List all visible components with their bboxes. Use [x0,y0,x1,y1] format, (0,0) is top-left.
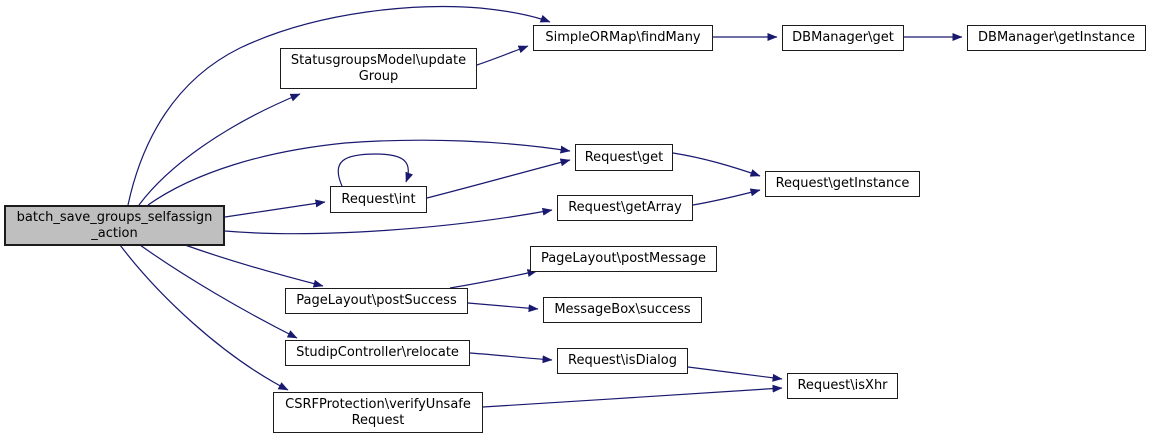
node-simpleormap-findmany[interactable]: SimpleORMap\findMany [533,25,713,51]
node-request-getinstance[interactable]: Request\getInstance [765,171,920,197]
node-label-line: DBManager\getInstance [978,30,1135,45]
node-request-getarray[interactable]: Request\getArray [557,195,693,221]
node-label-line: SimpleORMap\findMany [545,30,701,45]
node-label-line: Request\getArray [568,200,682,215]
node-label-line: StudipController\relocate [296,345,459,360]
edge-action-getarray [224,207,553,235]
node-request-int[interactable]: Request\int [330,186,427,213]
edge-getarray-getinstance [692,188,761,206]
node-request-isxhr[interactable]: Request\isXhr [787,373,898,399]
node-statusgroupsmodel-updategroup[interactable]: StatusgroupsModel\update Group [280,48,477,89]
node-label-line: Request\getInstance [775,176,910,191]
node-label-line: Request\int [341,191,416,207]
edge-int-self-loop [337,153,414,187]
node-dbmanager-getinstance[interactable]: DBManager\getInstance [967,25,1146,51]
node-label-line: _action [91,225,138,241]
edge-relocate-isdialog [469,352,553,364]
node-request-get[interactable]: Request\get [575,144,673,171]
node-label-line: Request\isDialog [568,353,677,368]
node-studipcontroller-relocate[interactable]: StudipController\relocate [285,340,470,366]
node-dbmanager-get[interactable]: DBManager\get [782,25,904,51]
edge-isdialog-isxhr [687,366,783,382]
node-label-line: Request\get [584,149,664,165]
edge-get-getinstance [672,152,761,177]
edge-updategroup-findmany [476,45,529,66]
edge-action-verifyunsaferequest [119,244,289,391]
edge-action-updategroup [138,93,301,206]
edge-action-get [147,139,571,206]
edge-action-relocate [139,244,298,339]
node-pagelayout-postsuccess[interactable]: PageLayout\postSuccess [285,288,468,314]
node-label-line: PageLayout\postMessage [540,251,707,266]
node-csrfprotection-verifyunsaferequest[interactable]: CSRFProtection\verifyUnsafe Request [273,392,483,433]
node-label-line: CSRFProtection\verifyUnsafe [285,396,471,412]
node-label-line: PageLayout\postSuccess [296,293,457,308]
node-label-line: batch_save_groups_selfassign [16,209,213,225]
edge-verifyunsaferequest-isxhr [482,384,783,408]
edge-action-postsuccess [184,244,324,288]
node-messagebox-success[interactable]: MessageBox\success [543,297,702,323]
node-label-line: StatusgroupsModel\update [290,52,467,68]
node-pagelayout-postmessage[interactable]: PageLayout\postMessage [530,246,717,272]
edge-postsuccess-postmessage [449,269,538,289]
edge-action-int [224,199,326,218]
node-request-isdialog[interactable]: Request\isDialog [557,348,688,374]
node-label-line: Request [351,412,405,428]
node-label-line: DBManager\get [792,30,894,45]
node-label-line: Request\isXhr [797,378,888,393]
node-label-line: Group [358,68,399,84]
node-label-line: MessageBox\success [554,302,691,317]
edge-postsuccess-msgsuccess [467,302,539,313]
node-batch-save-groups-selfassign-action[interactable]: batch_save_groups_selfassign _action [4,205,225,246]
edge-int-get [426,158,571,199]
edge-action-findmany [127,5,551,206]
